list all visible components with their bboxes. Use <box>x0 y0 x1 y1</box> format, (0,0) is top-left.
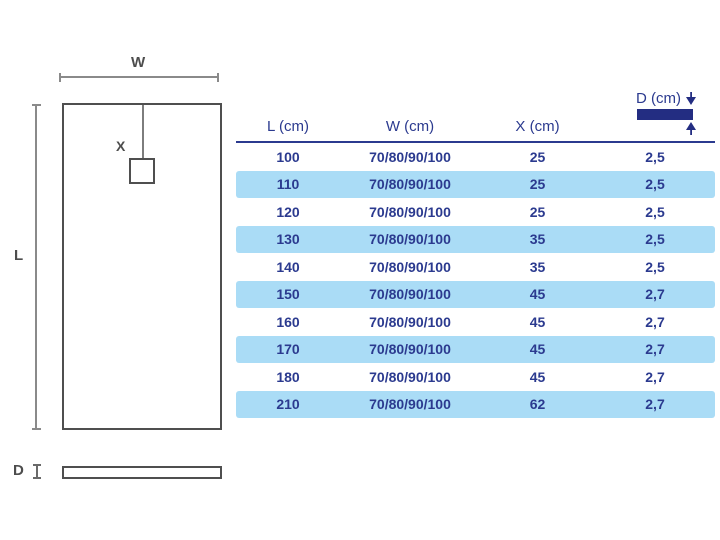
cell-drain-x: 25 <box>529 203 546 220</box>
cell-length: 110 <box>276 176 300 193</box>
cell-length: 100 <box>276 148 300 165</box>
drain-square <box>129 158 155 184</box>
table-row: 100 70/80/90/100 25 2,5 <box>236 143 715 171</box>
dimension-tick <box>31 104 41 106</box>
table-row: 130 70/80/90/100 35 2,5 <box>236 225 715 253</box>
dimension-tick <box>59 72 61 82</box>
cell-drain-x: 45 <box>529 313 546 330</box>
cell-drain-x: 45 <box>529 286 546 303</box>
header-length: L (cm) <box>267 117 309 135</box>
table-row: 150 70/80/90/100 45 2,7 <box>236 280 715 308</box>
cell-depth: 2,7 <box>645 313 665 330</box>
cell-drain-x: 45 <box>529 368 546 385</box>
size-table-header: L (cm) W (cm) X (cm) <box>236 112 715 140</box>
dimension-tick <box>31 428 41 430</box>
table-row: 110 70/80/90/100 25 2,5 <box>236 170 715 198</box>
table-header-rule <box>236 141 715 143</box>
cell-depth: 2,7 <box>645 368 665 385</box>
cell-drain-x: 35 <box>529 258 546 275</box>
cell-width: 70/80/90/100 <box>369 148 451 165</box>
cell-width: 70/80/90/100 <box>369 176 451 193</box>
length-dimension-line <box>31 104 41 430</box>
header-width: W (cm) <box>385 117 435 135</box>
width-dimension-line <box>59 72 219 82</box>
cell-width: 70/80/90/100 <box>369 313 451 330</box>
cell-depth: 2,5 <box>645 258 665 275</box>
depth-dimension-tick-icon <box>33 464 41 479</box>
depth-profile-bar <box>637 109 693 120</box>
depth-header-block: D (cm) <box>628 90 696 135</box>
cell-drain-x: 45 <box>529 341 546 358</box>
cell-depth: 2,5 <box>645 176 665 193</box>
table-row: 120 70/80/90/100 25 2,5 <box>236 198 715 226</box>
drain-position-label: X <box>116 138 126 154</box>
cell-length: 130 <box>276 231 300 248</box>
cell-depth: 2,5 <box>645 148 665 165</box>
cell-width: 70/80/90/100 <box>369 203 451 220</box>
cell-drain-x: 35 <box>529 231 546 248</box>
tray-side-view-outline <box>62 466 222 479</box>
cell-length: 140 <box>276 258 300 275</box>
cell-length: 120 <box>276 203 300 220</box>
table-row: 160 70/80/90/100 45 2,7 <box>236 308 715 336</box>
table-row: 140 70/80/90/100 35 2,5 <box>236 253 715 281</box>
depth-dimension-label: D <box>13 462 24 479</box>
cell-length: 150 <box>276 286 300 303</box>
cell-drain-x: 25 <box>529 148 546 165</box>
header-drain-x: X (cm) <box>515 117 560 135</box>
cell-length: 210 <box>276 396 300 413</box>
arrow-up-icon <box>686 122 696 135</box>
cell-length: 160 <box>276 313 300 330</box>
table-row: 170 70/80/90/100 45 2,7 <box>236 335 715 363</box>
cell-depth: 2,7 <box>645 341 665 358</box>
size-table-body: 100 70/80/90/100 25 2,5 110 70/80/90/100… <box>236 143 715 418</box>
width-dimension-label: W <box>131 54 146 71</box>
cell-width: 70/80/90/100 <box>369 231 451 248</box>
cell-width: 70/80/90/100 <box>369 258 451 275</box>
table-row: 210 70/80/90/100 62 2,7 <box>236 390 715 418</box>
cell-width: 70/80/90/100 <box>369 368 451 385</box>
cell-width: 70/80/90/100 <box>369 396 451 413</box>
drain-offset-line <box>142 105 144 171</box>
cell-depth: 2,5 <box>645 231 665 248</box>
cell-width: 70/80/90/100 <box>369 341 451 358</box>
cell-depth: 2,5 <box>645 203 665 220</box>
cell-drain-x: 62 <box>529 396 546 413</box>
cell-length: 170 <box>276 341 300 358</box>
cell-width: 70/80/90/100 <box>369 286 451 303</box>
table-row: 180 70/80/90/100 45 2,7 <box>236 363 715 391</box>
arrow-down-icon <box>686 92 696 105</box>
cell-drain-x: 25 <box>529 176 546 193</box>
cell-length: 180 <box>276 368 300 385</box>
cell-depth: 2,7 <box>645 396 665 413</box>
length-dimension-label: L <box>14 247 24 264</box>
cell-depth: 2,7 <box>645 286 665 303</box>
dimension-tick <box>217 72 219 82</box>
header-depth: D (cm) <box>636 90 681 107</box>
